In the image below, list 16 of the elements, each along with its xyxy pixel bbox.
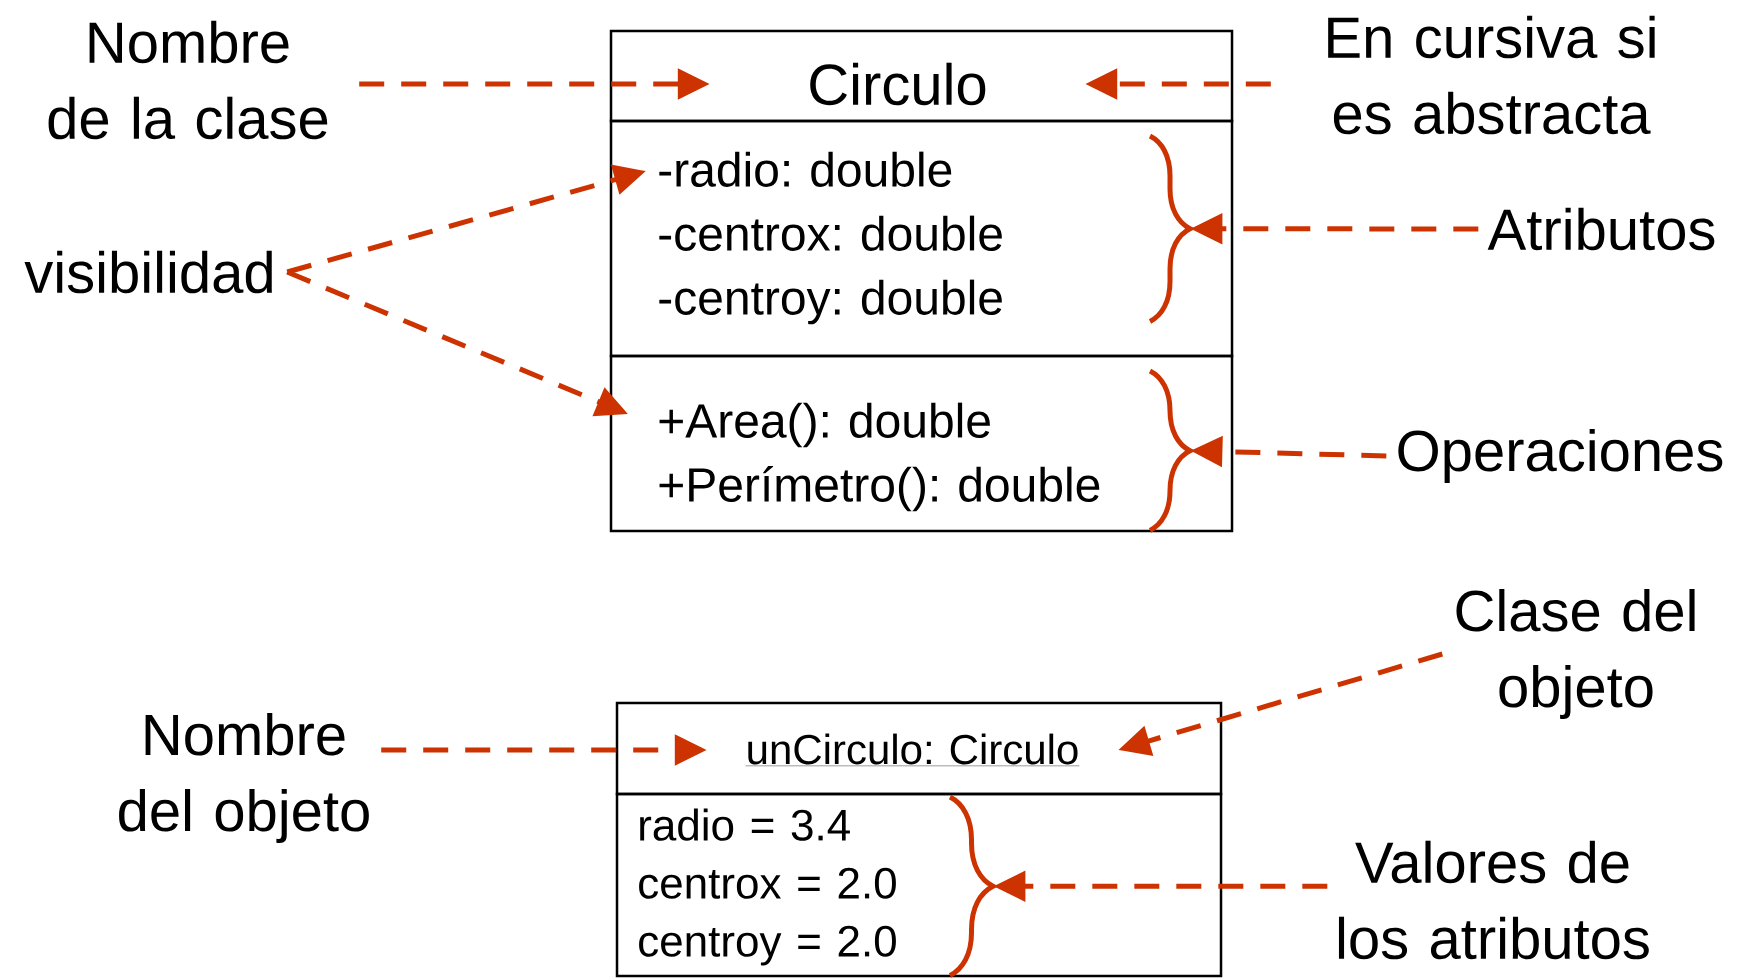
annotation-text: Nombre del objeto: [119, 712, 369, 844]
annotation-text: Clase del objeto: [1456, 588, 1695, 720]
annotation-text: Nombre de la clase: [48, 20, 328, 140]
class-name-compartment: Circulo: [609, 29, 1234, 123]
annotation-text: Atributos: [1487, 207, 1715, 251]
annotation-text: Operaciones: [1398, 428, 1723, 484]
object-name-compartment: unCirculo: Circulo: [615, 701, 1223, 796]
annotation-text: Valores de los atributos: [1338, 840, 1649, 960]
annotation-text: En cursiva si es abstracta: [1328, 15, 1655, 135]
curly-brace: [1148, 133, 1193, 324]
curly-brace: [1148, 368, 1193, 533]
operation-compartment: +Area(): double +Perímetro(): double: [609, 354, 1234, 533]
attribute-compartment: -radio: double -centrox: double -centroy: double: [609, 119, 1234, 358]
attribute-value-compartment: radio = 3.4 centrox = 2.0 centroy = 2.0: [615, 792, 1223, 978]
curly-brace: [948, 794, 996, 978]
annotation-text: visibilidad: [24, 250, 272, 294]
